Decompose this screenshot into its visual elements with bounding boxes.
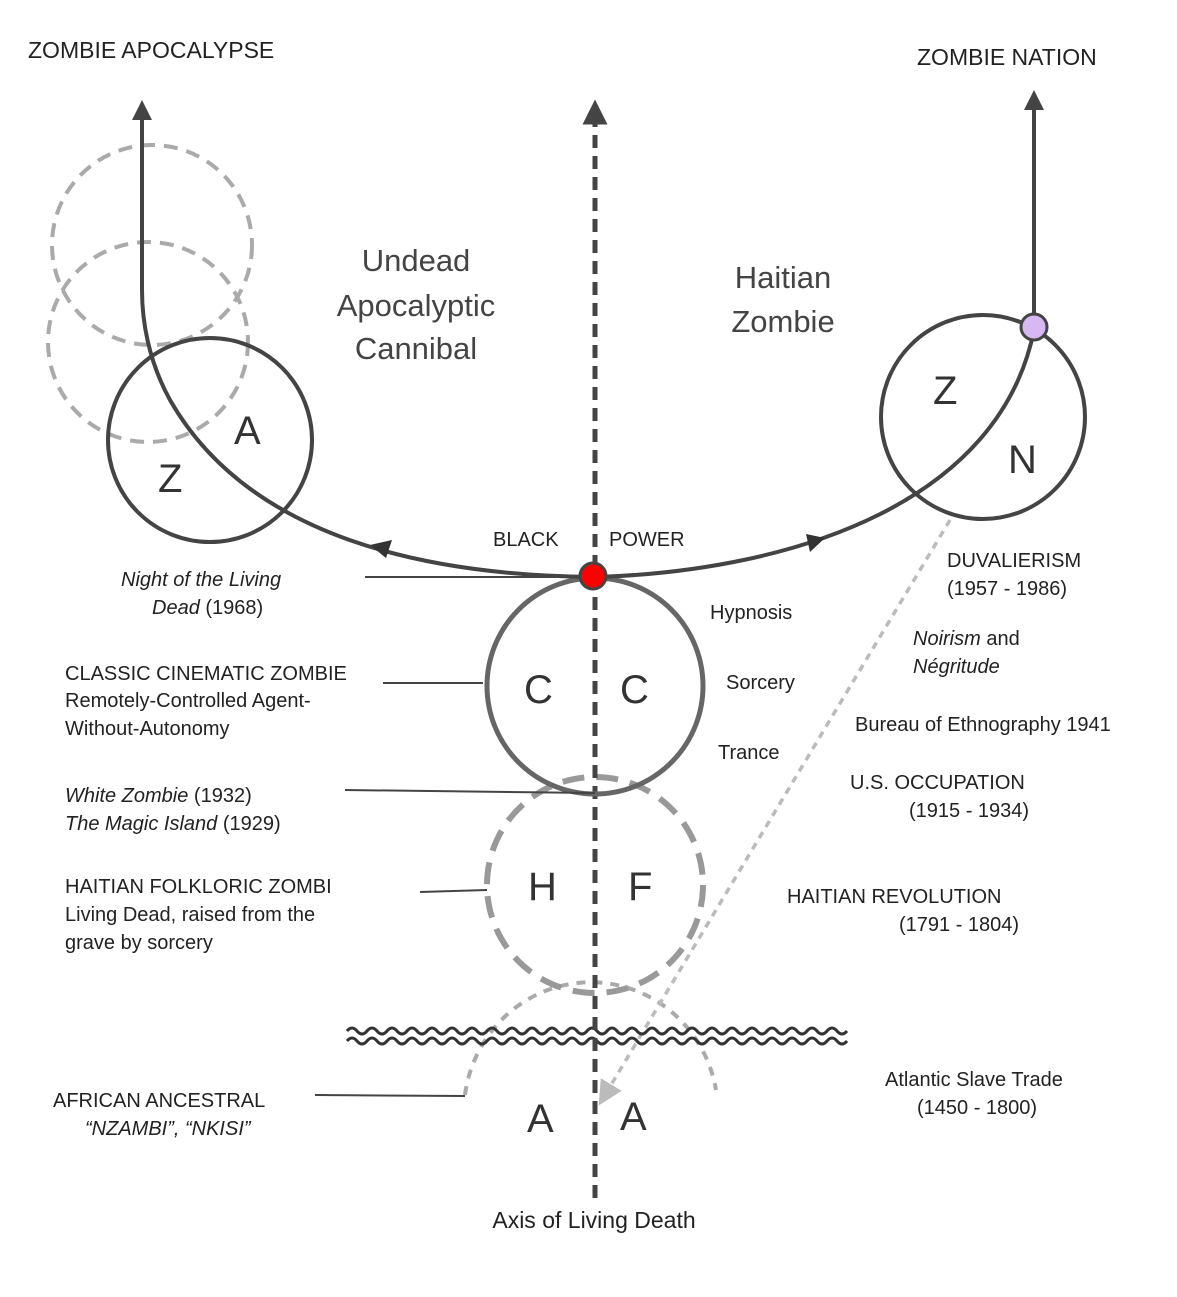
- label-negritude: Négritude: [913, 656, 1000, 678]
- label-classic-desc1: Remotely-Controlled Agent-: [65, 690, 311, 712]
- label-duvalierism-years: (1957 - 1986): [947, 578, 1067, 600]
- label-slave-trade-years: (1450 - 1800): [917, 1097, 1037, 1119]
- label-classic-desc2: Without-Autonomy: [65, 718, 230, 740]
- label-white-zombie: White Zombie (1932): [65, 785, 252, 807]
- hf-circle: [484, 774, 706, 996]
- cc-letter-right: C: [620, 668, 649, 712]
- heading-undead: Undead: [362, 243, 471, 278]
- label-bureau: Bureau of Ethnography 1941: [855, 714, 1111, 736]
- hf-letter-f: F: [628, 865, 652, 909]
- black-power-dot: [578, 561, 608, 591]
- label-magic-island: The Magic Island (1929): [65, 813, 281, 835]
- title-zombie-apocalypse: ZOMBIE APOCALYPSE: [28, 37, 274, 63]
- label-african-terms: “NZAMBI”, “NKISI”: [85, 1118, 252, 1140]
- leader-folkloric: [419, 889, 488, 893]
- label-black: BLACK: [493, 529, 559, 551]
- leader-white-zombie: [344, 789, 596, 794]
- zn-circle: [879, 313, 1087, 521]
- label-classic-title: CLASSIC CINEMATIC ZOMBIE: [65, 663, 347, 685]
- label-noirism: Noirism and: [913, 628, 1020, 650]
- cc-letter-left: C: [524, 668, 553, 712]
- label-occupation-years: (1915 - 1934): [909, 800, 1029, 822]
- label-power: POWER: [609, 529, 685, 551]
- label-folkloric-desc1: Living Dead, raised from the: [65, 904, 315, 926]
- label-sorcery: Sorcery: [726, 672, 795, 694]
- heading-apocalyptic: Apocalyptic: [337, 288, 496, 323]
- leader-african: [314, 1094, 466, 1097]
- label-occupation: U.S. OCCUPATION: [850, 772, 1025, 794]
- ghost-circle-lower: [46, 240, 250, 444]
- label-revolution: HAITIAN REVOLUTION: [787, 886, 1001, 908]
- za-letter-z: Z: [158, 457, 182, 501]
- za-letter-a: A: [234, 409, 261, 453]
- label-night-of-living-dead: Night of the Living: [121, 569, 281, 591]
- label-trance: Trance: [718, 742, 780, 764]
- nation-path: [597, 90, 1044, 579]
- label-hypnosis: Hypnosis: [710, 602, 792, 624]
- heading-haitian: Haitian: [735, 260, 832, 295]
- aa-letter-right: A: [620, 1095, 647, 1139]
- heading-zombie: Zombie: [731, 304, 834, 339]
- apocalypse-path: [132, 100, 593, 579]
- ghost-circle-upper: [50, 143, 254, 347]
- hf-letter-h: H: [528, 865, 557, 909]
- wave-line: [345, 1026, 849, 1036]
- label-night-year: Dead (1968): [152, 597, 263, 619]
- axis-label: Axis of Living Death: [492, 1207, 695, 1233]
- arrow-right-icon: [806, 534, 825, 552]
- zn-letter-z: Z: [933, 369, 957, 413]
- arrow-left-icon: [370, 540, 392, 558]
- label-folkloric-title: HAITIAN FOLKLORIC ZOMBI: [65, 876, 332, 898]
- label-folkloric-desc2: grave by sorcery: [65, 932, 213, 954]
- zombie-nation-dot: [1019, 312, 1049, 342]
- title-zombie-nation: ZOMBIE NATION: [917, 44, 1097, 70]
- label-revolution-years: (1791 - 1804): [899, 914, 1019, 936]
- zn-letter-n: N: [1008, 438, 1037, 482]
- aa-letter-left: A: [527, 1097, 554, 1141]
- heading-cannibal: Cannibal: [355, 331, 477, 366]
- za-circle: [106, 336, 314, 544]
- label-african-title: AFRICAN ANCESTRAL: [53, 1090, 265, 1112]
- label-slave-trade: Atlantic Slave Trade: [885, 1069, 1063, 1091]
- label-duvalierism: DUVALIERISM: [947, 550, 1081, 572]
